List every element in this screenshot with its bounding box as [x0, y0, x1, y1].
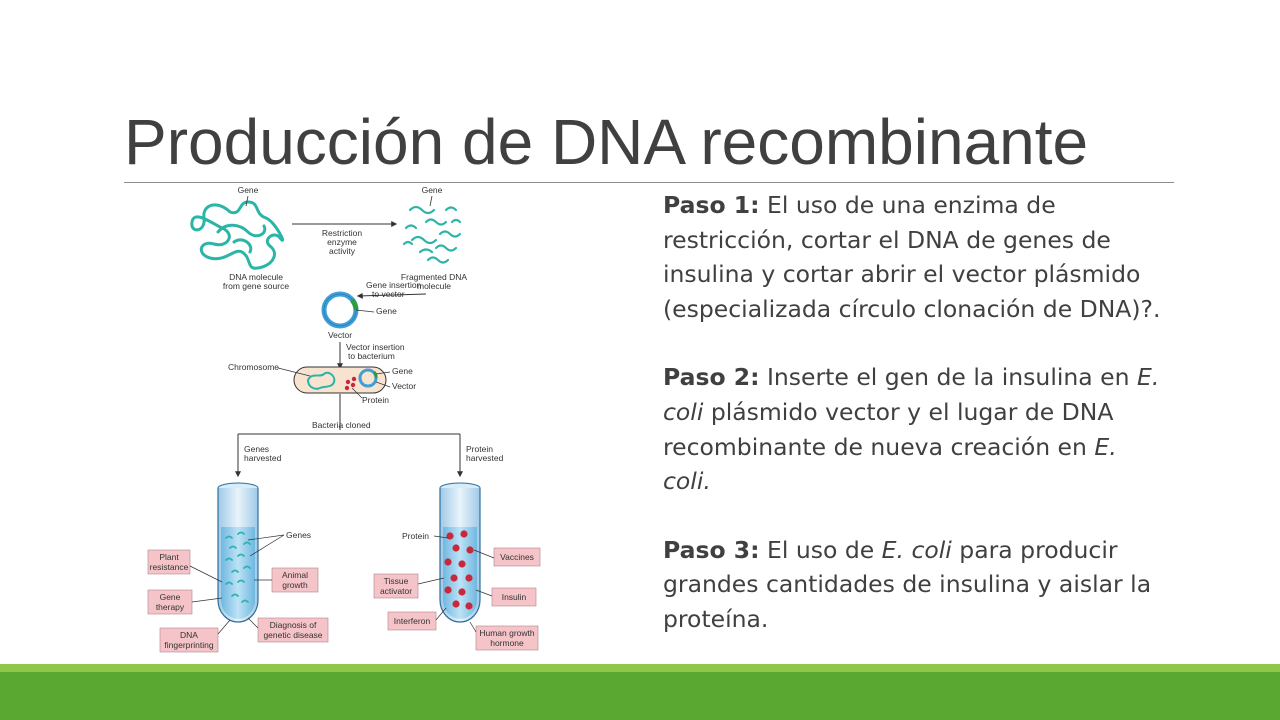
tissue-activator-label-1: Tissue — [384, 576, 409, 586]
diagnosis-label-1: Diagnosis of — [270, 620, 317, 630]
interferon-label: Interferon — [394, 616, 431, 626]
insulin-label: Insulin — [502, 592, 527, 602]
step-1: Paso 1: El uso de una enzima de restricc… — [663, 188, 1163, 326]
gene-therapy-label-1: Gene — [160, 592, 181, 602]
gene-label-left: Gene — [238, 185, 259, 195]
vector-plasmid-icon — [321, 291, 359, 329]
fragmented-dna-label-1: Fragmented DNA — [401, 272, 467, 282]
footer-band-light — [0, 664, 1280, 672]
genes-test-tube-icon — [217, 482, 259, 623]
footer-band-dark — [0, 672, 1280, 720]
plant-resistance-label-1: Plant — [159, 552, 179, 562]
step-1-text: El uso de una enzima de restricción, cor… — [663, 191, 1161, 323]
insulin-box: Insulin — [491, 587, 537, 607]
gene-label-right: Gene — [422, 185, 443, 195]
title-divider — [124, 182, 1174, 183]
gene-therapy-label-2: therapy — [156, 602, 185, 612]
step-2-text-b: plásmido vector y el lugar de DNA recomb… — [663, 397, 1114, 461]
interferon-box: Interferon — [387, 611, 437, 631]
plant-resistance-box: Plant resistance — [147, 549, 191, 575]
recombinant-dna-diagram: Gene Gene Restriction enzyme — [130, 182, 570, 662]
dna-molecule-label-2: from gene source — [223, 281, 289, 291]
tissue-activator-box: Tissue activator — [373, 573, 419, 599]
step-2-italic-a: E. coli — [663, 363, 1160, 426]
vector-insertion-label-1: Vector insertion — [346, 342, 405, 352]
dna-molecule-icon — [190, 200, 285, 270]
vaccines-label: Vaccines — [500, 552, 534, 562]
restriction-label-3: activity — [329, 246, 356, 256]
step-2-label: Paso 2: — [663, 363, 760, 392]
protein-label: Protein — [362, 395, 389, 405]
dna-fingerprinting-label-1: DNA — [180, 630, 198, 640]
tissue-activator-label-2: activator — [380, 586, 412, 596]
plant-resistance-label-2: resistance — [150, 562, 189, 572]
fragmented-dna-icon — [402, 205, 462, 264]
fragmented-dna-label-2: molecule — [417, 281, 451, 291]
vaccines-box: Vaccines — [493, 547, 541, 567]
protein-harvested-label-1: Protein — [466, 444, 493, 454]
gene-insertion-label-1: Gene insertion — [366, 280, 422, 290]
diagnosis-label-2: genetic disease — [263, 630, 322, 640]
step-3-italic-a: E. coli — [881, 535, 952, 564]
gene-therapy-box: Gene therapy — [147, 589, 193, 615]
protein-tube-label: Protein — [402, 531, 429, 541]
animal-growth-label-1: Animal — [282, 570, 308, 580]
bacterium-vector-label: Vector — [392, 381, 416, 391]
bacteria-cloned-label: Bacteria cloned — [312, 420, 371, 430]
step-3-label: Paso 3: — [663, 535, 760, 564]
restriction-label-1: Restriction — [322, 228, 362, 238]
animal-growth-label-2: growth — [282, 580, 308, 590]
dna-fingerprinting-label-2: fingerprinting — [164, 640, 213, 650]
hgh-label-1: Human growth — [479, 628, 535, 638]
dna-molecule-label-1: DNA molecule — [229, 272, 283, 282]
step-3: Paso 3: El uso de E. coli para producir … — [663, 533, 1163, 637]
gene-insertion-label-2: to vector — [372, 289, 405, 299]
hgh-label-2: hormone — [490, 638, 524, 648]
bacterium-gene-label: Gene — [392, 366, 413, 376]
steps-text: Paso 1: El uso de una enzima de restricc… — [663, 188, 1163, 671]
chromosome-label: Chromosome — [228, 362, 279, 372]
vector-gene-label: Gene — [376, 306, 397, 316]
diagnosis-box: Diagnosis of genetic disease — [257, 617, 329, 643]
slide-title: Producción de DNA recombinante — [124, 106, 1089, 178]
step-2: Paso 2: Inserte el gen de la insulina en… — [663, 360, 1163, 498]
genes-harvested-label-1: Genes — [244, 444, 269, 454]
protein-harvested-label-2: harvested — [466, 453, 504, 463]
genes-label: Genes — [286, 530, 311, 540]
animal-growth-box: Animal growth — [271, 567, 319, 593]
step-3-text-b: para producir grandes cantidades de insu… — [663, 535, 1152, 633]
genes-harvested-label-2: harvested — [244, 453, 282, 463]
bacterium-icon — [293, 366, 387, 394]
step-2-italic-b: E. coli. — [663, 432, 1117, 496]
restriction-label-2: enzyme — [327, 237, 357, 247]
protein-test-tube-icon — [439, 482, 481, 623]
step-1-label: Paso 1: — [663, 191, 760, 219]
dna-fingerprinting-box: DNA fingerprinting — [159, 627, 219, 653]
vector-label: Vector — [328, 330, 352, 340]
step-2-text-a: Inserte el gen de la insulina en — [759, 363, 1137, 392]
gene-insertion-arrow — [356, 292, 427, 299]
vector-insertion-label-2: to bacterium — [348, 351, 395, 361]
step-3-text-a: El uso de — [759, 535, 882, 564]
human-growth-hormone-box: Human growth hormone — [475, 625, 539, 651]
